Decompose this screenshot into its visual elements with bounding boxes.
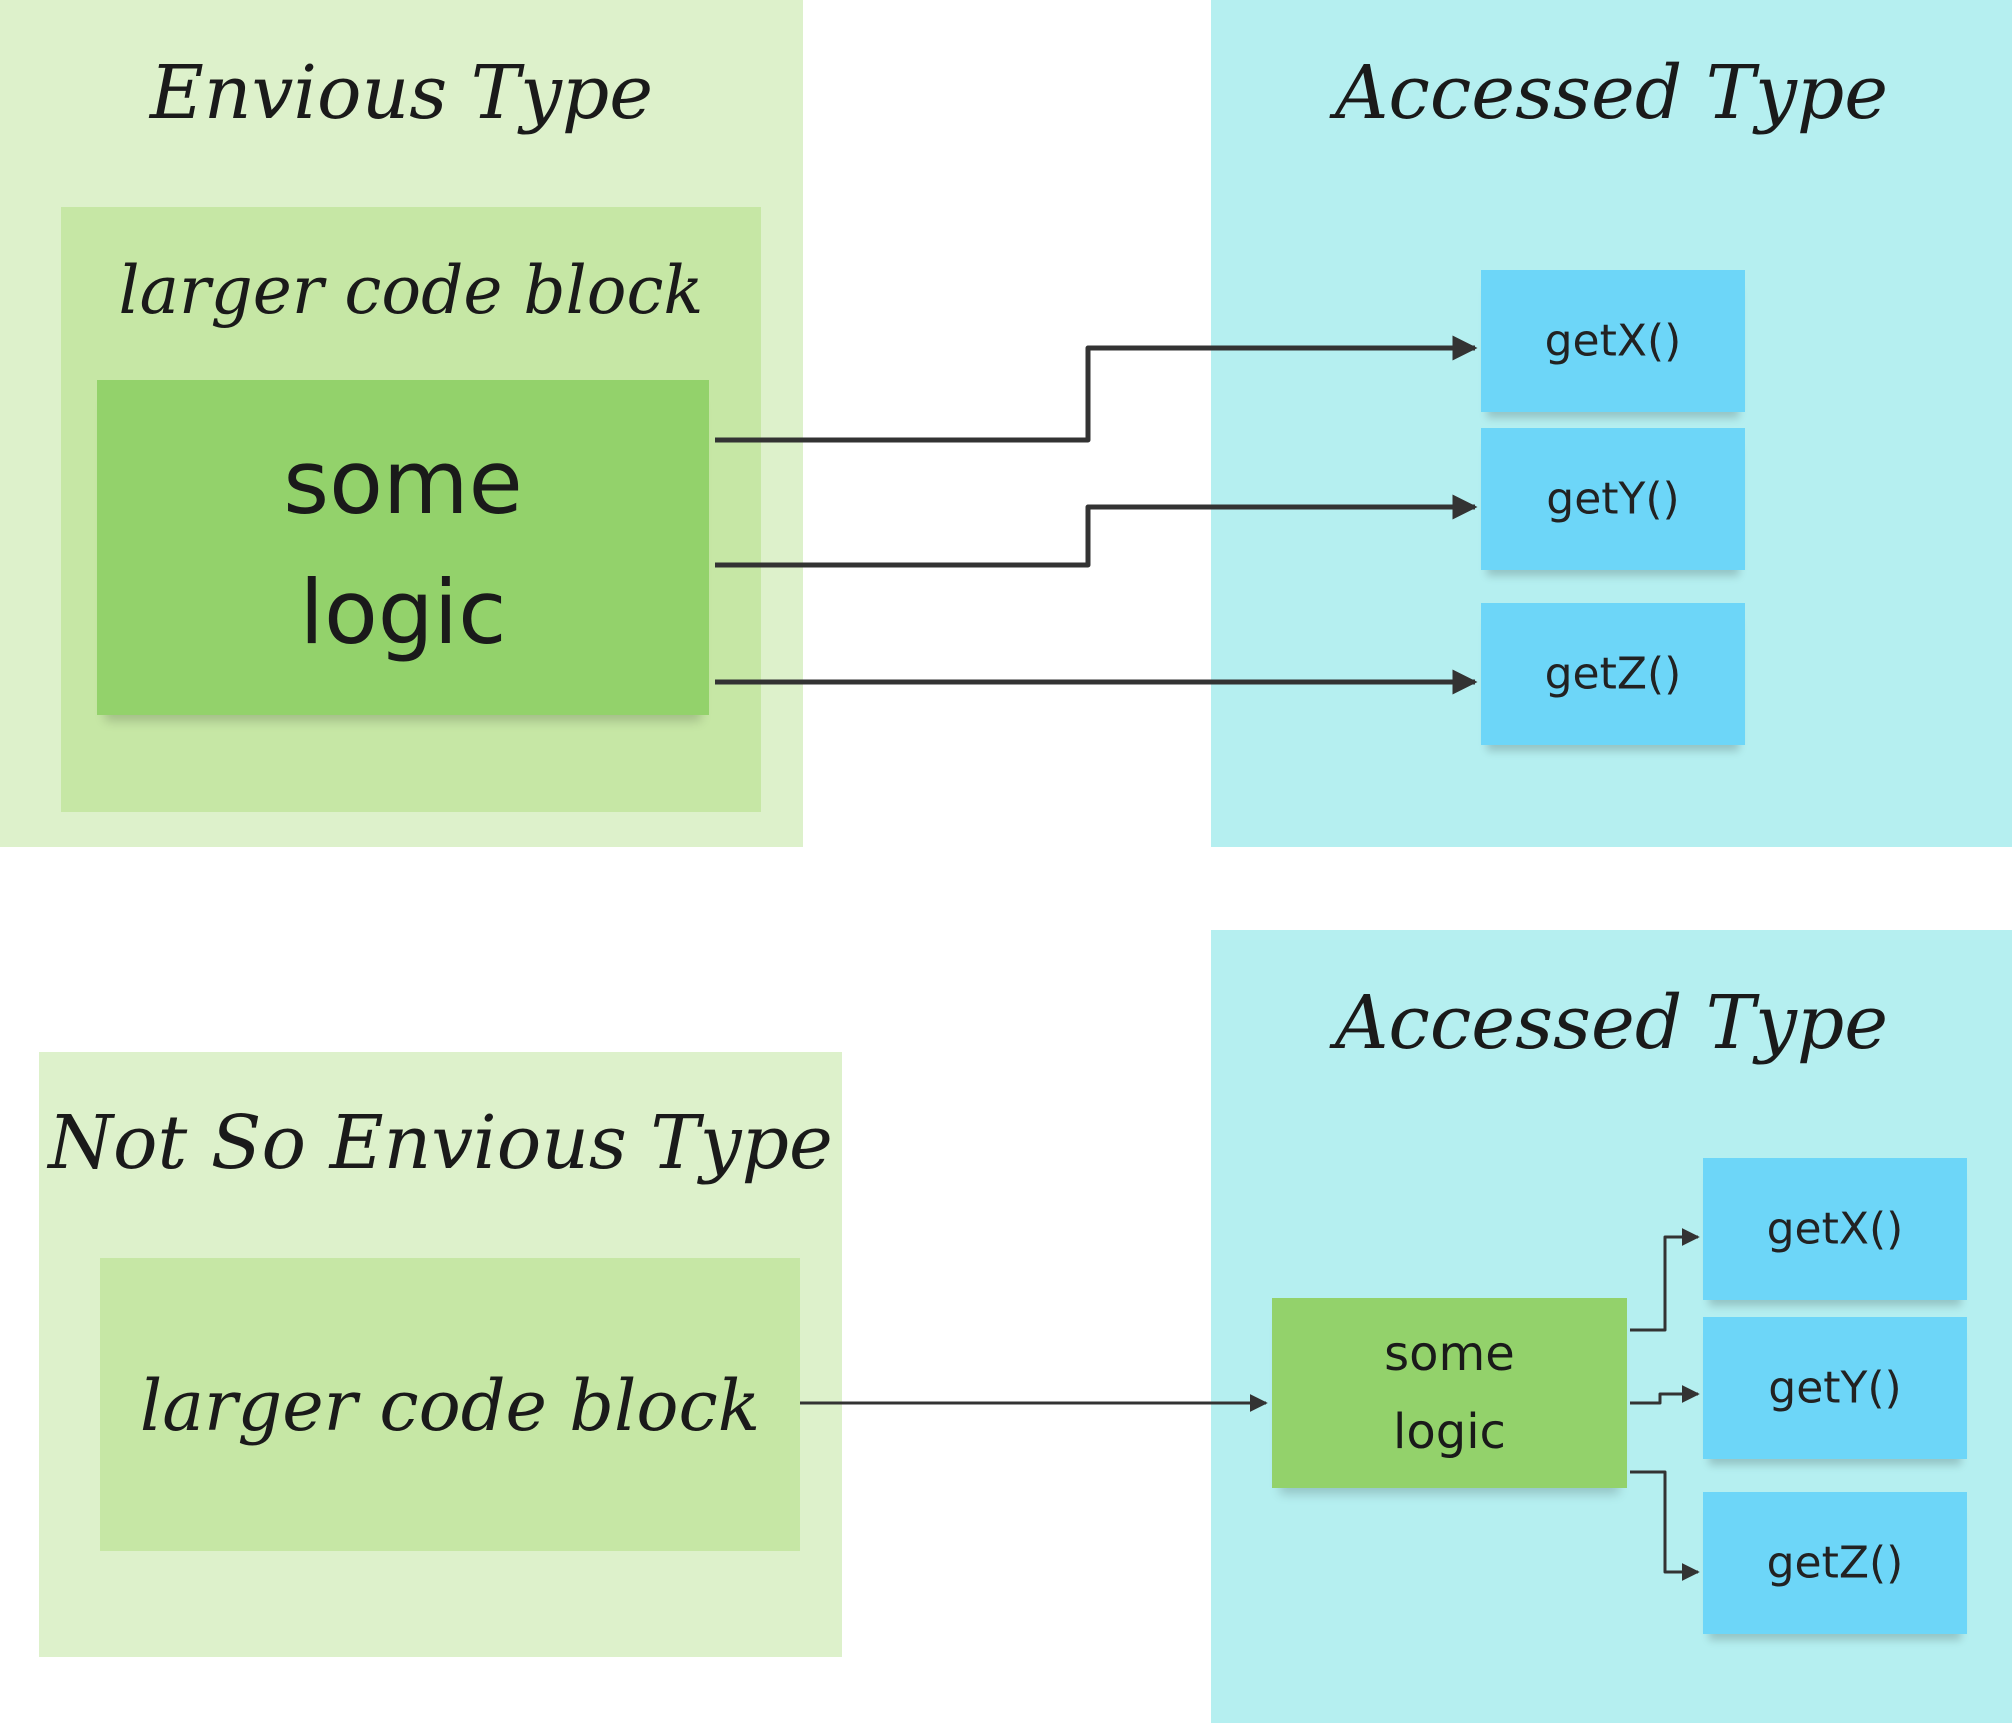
- some-logic-note: some logic: [97, 380, 709, 715]
- larger-code-block-bottom-label: larger code block: [139, 1365, 761, 1447]
- gety-note-bottom: getY(): [1703, 1317, 1967, 1459]
- some-logic-bottom-line2: logic: [1393, 1404, 1506, 1460]
- getz-note-top: getZ(): [1481, 603, 1745, 745]
- gety-label-top: getY(): [1546, 473, 1680, 525]
- some-logic-bottom-line1: some: [1384, 1326, 1515, 1382]
- not-so-envious-type-title: Not So Envious Type: [48, 1100, 833, 1186]
- some-logic-line1: some: [283, 430, 523, 534]
- some-logic-note-bottom: some logic: [1272, 1298, 1627, 1488]
- getx-note-top: getX(): [1481, 270, 1745, 412]
- gety-note-top: getY(): [1481, 428, 1745, 570]
- getx-label-top: getX(): [1544, 315, 1682, 367]
- accessed-type-title-bottom: Accessed Type: [1334, 980, 1889, 1066]
- getx-label-bottom: getX(): [1766, 1203, 1904, 1255]
- envious-type-title: Envious Type: [149, 50, 654, 136]
- getx-note-bottom: getX(): [1703, 1158, 1967, 1300]
- larger-code-block-label: larger code block: [118, 252, 704, 329]
- some-logic-line2: logic: [299, 560, 507, 664]
- gety-label-bottom: getY(): [1768, 1362, 1902, 1414]
- getz-note-bottom: getZ(): [1703, 1492, 1967, 1634]
- getz-label-bottom: getZ(): [1766, 1537, 1904, 1589]
- accessed-type-title-top: Accessed Type: [1334, 50, 1889, 136]
- larger-code-block-bottom: [100, 1258, 800, 1551]
- getz-label-top: getZ(): [1544, 648, 1682, 700]
